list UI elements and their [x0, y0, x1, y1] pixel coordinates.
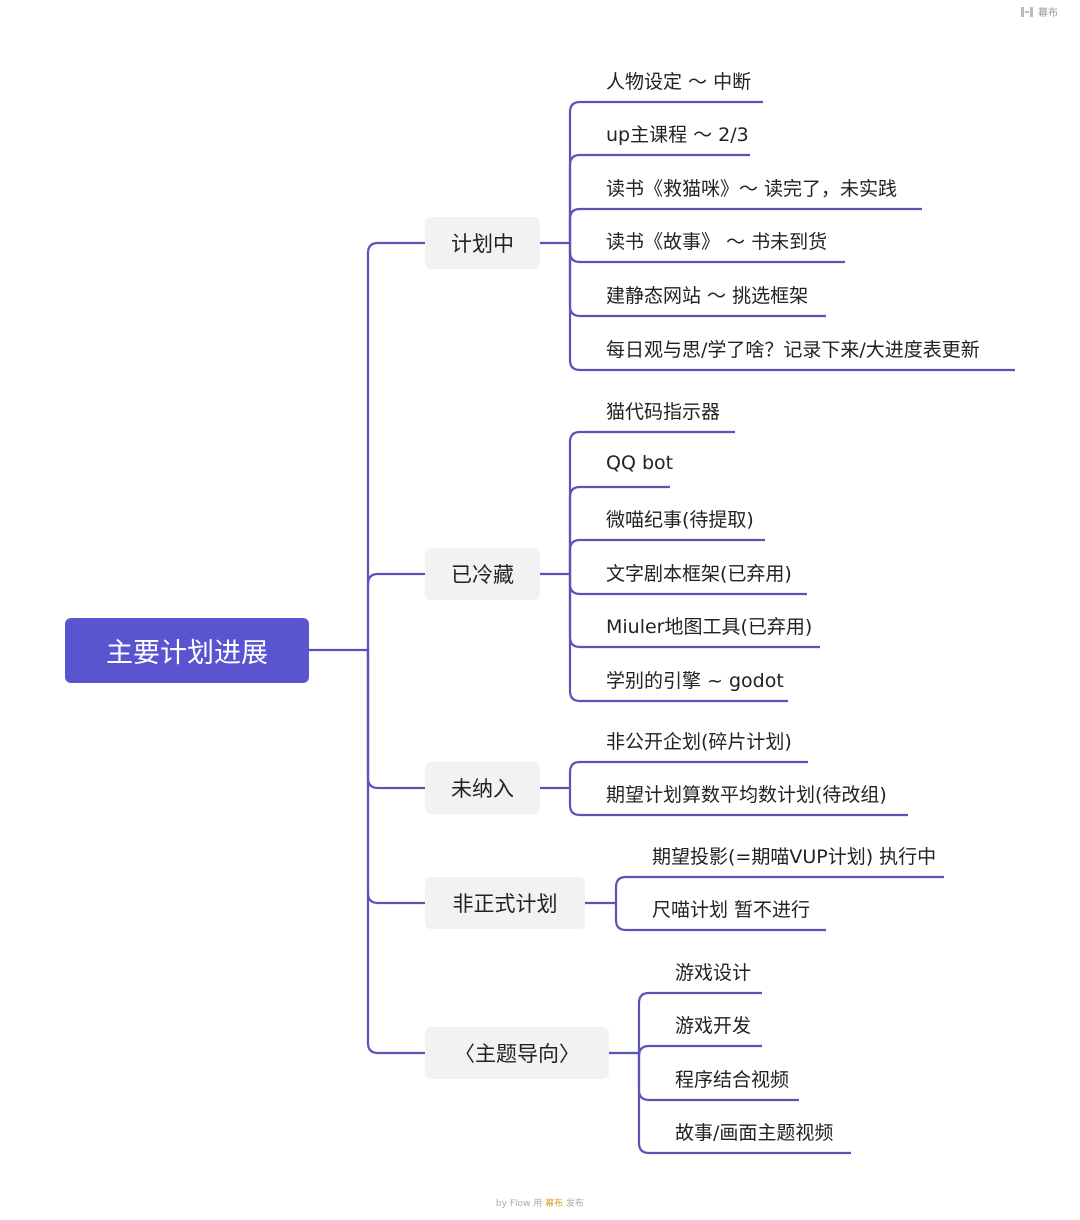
leaf-label: 尺喵计划 暂不进行 — [652, 899, 811, 921]
leaf-label: 游戏开发 — [675, 1015, 752, 1037]
leaf-label: 程序结合视频 — [675, 1069, 790, 1091]
leaf-node[interactable]: 学别的引擎 ~ godot — [570, 654, 788, 704]
leaf-label: up主课程 ～ 2/3 — [606, 124, 749, 146]
leaf-label: Miuler地图工具(已弃用) — [606, 616, 813, 638]
leaf-label: 建静态网站 ～ 挑选框架 — [606, 285, 809, 307]
leaf-label: 故事/画面主题视频 — [675, 1122, 834, 1144]
leaf-node[interactable]: 文字剧本框架(已弃用) — [570, 547, 807, 597]
leaf-connector — [568, 574, 788, 703]
leaf-node[interactable]: QQ bot — [570, 440, 674, 490]
leaf-connector — [568, 100, 763, 243]
leaf-connector — [568, 153, 750, 243]
leaf-node[interactable]: 读书《救猫咪》～ 读完了，未实践 — [570, 162, 922, 212]
leaf-node[interactable]: 期望投影(=期喵VUP计划) 执行中 — [616, 830, 944, 880]
leaf-connector — [637, 991, 762, 1053]
leaf-connector — [614, 903, 826, 932]
leaf-node[interactable]: 游戏设计 — [639, 946, 762, 996]
leaf-node[interactable]: 猫代码指示器 — [570, 385, 735, 435]
branch-node[interactable]: 〈主题导向〉 — [425, 1027, 609, 1079]
leaf-label: 期望计划算数平均数计划(待改组) — [606, 784, 887, 806]
mubu-logo-icon — [1021, 6, 1033, 17]
leaf-connector — [568, 430, 735, 574]
leaf-label: 读书《故事》 ～ 书未到货 — [606, 231, 828, 253]
leaf-node[interactable]: 期望计划算数平均数计划(待改组) — [570, 768, 908, 818]
branch-connector — [366, 650, 425, 790]
leaf-connector — [614, 875, 944, 903]
leaf-label: 非公开企划(碎片计划) — [606, 731, 792, 753]
leaf-node[interactable]: 游戏开发 — [639, 999, 762, 1049]
leaf-connector — [568, 760, 808, 788]
leaf-label: 文字剧本框架(已弃用) — [606, 563, 792, 585]
branch-connector — [366, 241, 425, 650]
leaf-connector — [637, 1053, 851, 1155]
branch-connector — [366, 650, 425, 905]
leaf-node[interactable]: 每日观与思/学了啥？记录下来/大进度表更新 — [570, 323, 1015, 373]
watermark: 幕布 — [1020, 4, 1058, 19]
branch-node[interactable]: 非正式计划 — [425, 877, 585, 929]
footer-made: 用 — [533, 1199, 543, 1209]
leaf-connector — [568, 788, 908, 817]
leaf-node[interactable]: 程序结合视频 — [639, 1053, 799, 1103]
leaf-node[interactable]: 人物设定 ～ 中断 — [570, 55, 763, 105]
leaf-node[interactable]: Miuler地图工具(已弃用) — [570, 600, 820, 650]
leaf-node[interactable]: 尺喵计划 暂不进行 — [616, 883, 826, 933]
branch-node[interactable]: 已冷藏 — [425, 548, 540, 600]
leaf-label: 读书《救猫咪》～ 读完了，未实践 — [606, 178, 898, 200]
branch-connector — [366, 572, 425, 650]
leaf-label: 每日观与思/学了啥？记录下来/大进度表更新 — [606, 339, 980, 361]
leaf-node[interactable]: 建静态网站 ～ 挑选框架 — [570, 269, 826, 319]
leaf-node[interactable]: up主课程 ～ 2/3 — [570, 108, 750, 158]
leaf-label: 人物设定 ～ 中断 — [606, 71, 752, 93]
branch-node[interactable]: 未纳入 — [425, 762, 540, 814]
leaf-node[interactable]: 非公开企划(碎片计划) — [570, 715, 808, 765]
leaf-connector — [568, 485, 670, 574]
leaf-label: 期望投影(=期喵VUP计划) 执行中 — [652, 846, 937, 868]
footer-credit: by Flow 用 幕布 发布 — [0, 1196, 1080, 1209]
leaf-label: 游戏设计 — [675, 962, 752, 984]
leaf-connector — [568, 207, 922, 243]
footer-brand: 幕布 — [545, 1199, 564, 1209]
leaf-connector — [568, 538, 765, 574]
leaf-label: QQ bot — [606, 452, 674, 474]
leaf-label: 微喵纪事(待提取) — [606, 509, 754, 531]
footer-app: Flow — [509, 1199, 531, 1209]
branch-connector — [366, 650, 425, 1055]
leaf-label: 猫代码指示器 — [606, 401, 721, 423]
root-node[interactable]: 主要计划进展 — [65, 618, 309, 683]
leaf-node[interactable]: 微喵纪事(待提取) — [570, 493, 765, 543]
branch-node[interactable]: 计划中 — [425, 217, 540, 269]
leaf-label: 学别的引擎 ~ godot — [606, 670, 784, 692]
leaf-node[interactable]: 读书《故事》 ～ 书未到货 — [570, 215, 845, 265]
footer-publish: 发布 — [566, 1199, 585, 1209]
leaf-node[interactable]: 故事/画面主题视频 — [639, 1106, 851, 1156]
footer-by: by — [495, 1199, 507, 1209]
watermark-text: 幕布 — [1038, 8, 1058, 19]
leaf-connector — [568, 243, 1015, 372]
